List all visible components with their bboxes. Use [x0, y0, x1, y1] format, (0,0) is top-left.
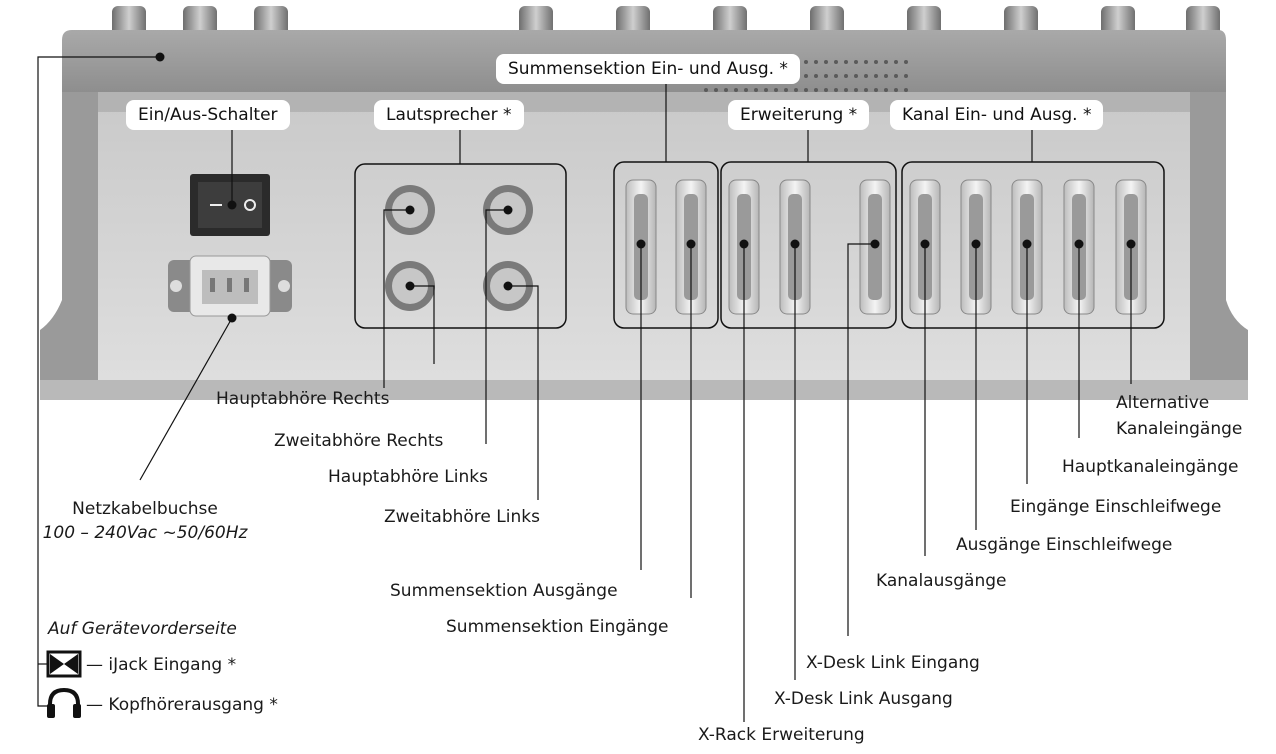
tag-sum-io: Summensektion Ein- und Ausg. *	[496, 54, 800, 84]
label-alt-channel-inputs-line2: Kanaleingänge	[1116, 419, 1243, 439]
top-knobs	[112, 6, 1220, 36]
label-insert-inputs: Eingänge Einschleifwege	[1010, 497, 1222, 517]
power-socket	[168, 255, 292, 317]
chassis-bottom	[40, 380, 1248, 400]
label-xdesk-link-out: X-Desk Link Ausgang	[774, 689, 953, 709]
tag-speakers: Lautsprecher *	[374, 100, 524, 130]
channel-connector-group	[901, 161, 1165, 329]
label-main-monitor-right: Hauptabhöre Rechts	[216, 389, 390, 409]
tag-channel-io: Kanal Ein- und Ausg. *	[890, 100, 1104, 130]
chassis-left-side	[40, 92, 98, 380]
label-channel-outputs: Kanalausgänge	[876, 571, 1007, 591]
label-main-channel-inputs: Hauptkanaleingänge	[1062, 457, 1239, 477]
label-power-socket-spec: 100 – 240Vac ~50/60Hz	[42, 523, 248, 543]
label-xrack-expansion: X-Rack Erweiterung	[698, 725, 865, 745]
label-ijack-input: — iJack Eingang *	[86, 655, 237, 675]
label-main-monitor-left: Hauptabhöre Links	[328, 467, 488, 487]
headphones-icon	[47, 687, 81, 718]
label-power-socket: Netzkabelbuchse	[72, 499, 218, 519]
label-insert-outputs: Ausgänge Einschleifwege	[956, 535, 1173, 555]
leader-lines	[37, 56, 1132, 722]
power-switch	[190, 174, 270, 236]
label-sum-inputs: Summensektion Eingänge	[446, 617, 669, 637]
ijack-bowtie-icon	[46, 650, 82, 678]
label-sum-outputs: Summensektion Ausgänge	[390, 581, 618, 601]
leader-dots	[155, 52, 1136, 323]
tag-expansion: Erweiterung *	[728, 100, 870, 130]
tag-power-switch: Ein/Aus-Schalter	[126, 100, 290, 130]
label-headphone-output: — Kopfhörerausgang *	[86, 695, 278, 715]
front-panel-heading: Auf Gerätevorderseite	[48, 619, 237, 639]
label-alt-channel-inputs-line1: Alternative	[1116, 393, 1210, 413]
dsub-connectors	[625, 179, 1147, 315]
label-second-monitor-left: Zweitabhöre Links	[384, 507, 540, 527]
label-xdesk-link-in: X-Desk Link Eingang	[806, 653, 980, 673]
label-second-monitor-right: Zweitabhöre Rechts	[274, 431, 444, 451]
chassis-right-side	[1190, 92, 1248, 380]
